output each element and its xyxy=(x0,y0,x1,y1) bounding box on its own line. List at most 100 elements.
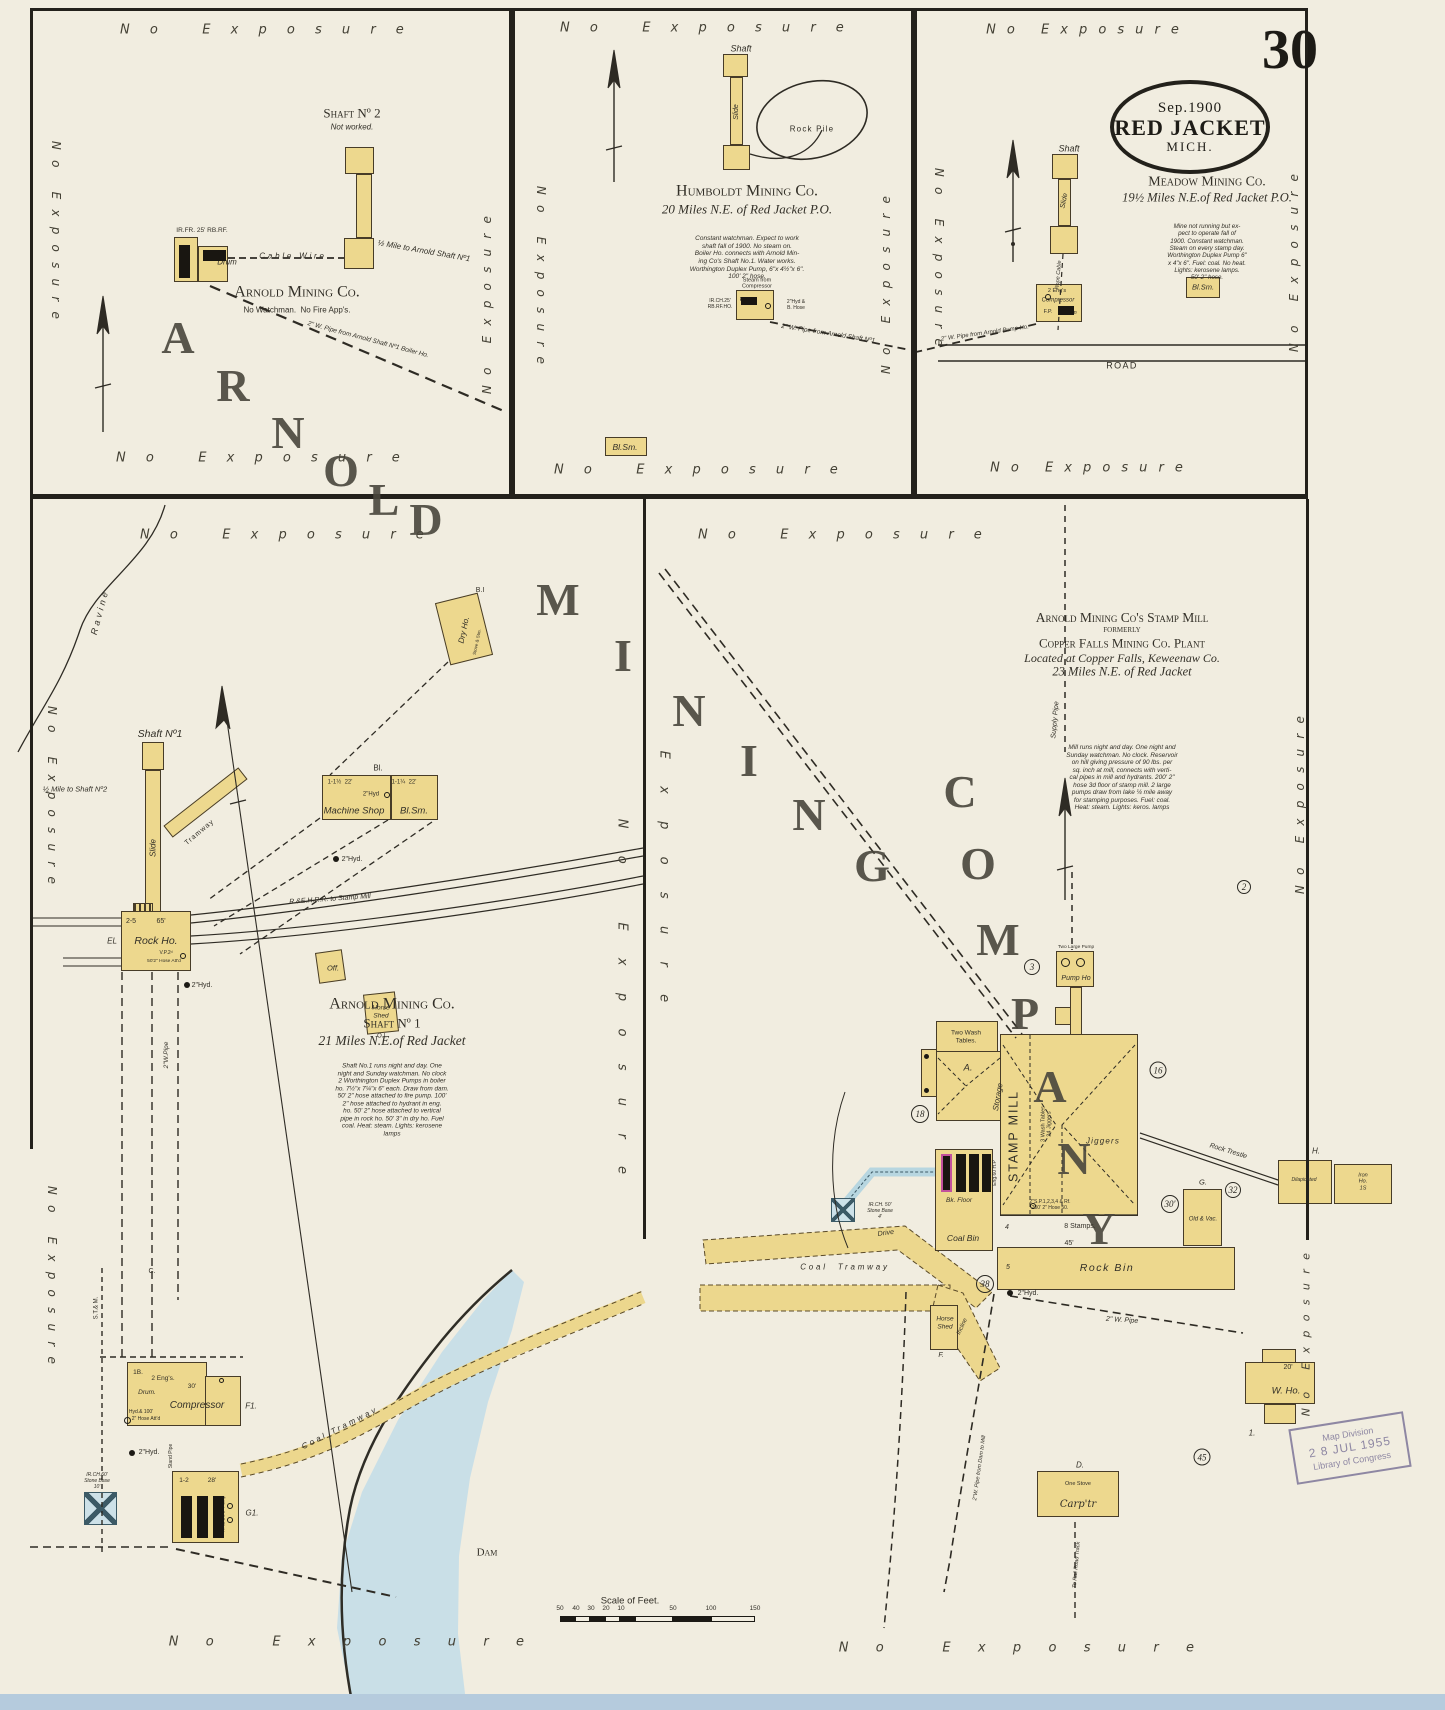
humboldt-shaft-lower xyxy=(723,145,750,170)
display-O1: O xyxy=(323,444,359,496)
who-20: 20' xyxy=(1283,1363,1293,1371)
stampmill-title4: Located at Copper Falls, Keweenaw Co. xyxy=(1024,650,1220,665)
blsm-tr-bldg xyxy=(1186,277,1220,298)
shaft2-subtitle: Not worked. xyxy=(330,122,374,132)
no-exposure-br-top: No Exposure xyxy=(698,527,1002,543)
display-L: L xyxy=(368,473,400,525)
g-bldg xyxy=(1183,1189,1222,1246)
pump-ho-ring-1 xyxy=(1061,958,1070,967)
dry-ho-label: Dry Ho. xyxy=(456,615,472,645)
no-exposure-bl-divider: No Exposure xyxy=(614,818,630,1202)
dilapidated-bldg xyxy=(1278,1160,1332,1204)
pump-ring-tm xyxy=(765,303,771,309)
g1-label: G1. xyxy=(245,1508,259,1518)
humboldt-subtitle: 20 Miles N.E. of Red Jacket P.O. xyxy=(661,201,833,217)
border-bottom-right xyxy=(1306,499,1309,1240)
hose-note-rockho: 50'2" Hose Att'd xyxy=(147,959,181,965)
display-A2: A xyxy=(1033,1060,1067,1112)
compressor-ring-b xyxy=(219,1378,224,1383)
f1-label: F1. xyxy=(245,1401,257,1411)
pump-ring-tr xyxy=(1045,294,1051,300)
display-R: R xyxy=(216,359,250,411)
w-ho-main xyxy=(1245,1362,1315,1404)
scale-seg-5 xyxy=(620,1616,635,1622)
shaft2-slide xyxy=(356,174,372,238)
scale-seg-8 xyxy=(711,1616,755,1622)
wpipe-right: 2" W. Pipe xyxy=(1105,1315,1139,1326)
old-vac-label: Old & Vac. xyxy=(1188,1216,1218,1223)
circled-18: 18 xyxy=(911,1105,929,1123)
stampmill-title3: Copper Falls Mining Co. Plant xyxy=(1038,635,1206,651)
f-label: F. xyxy=(938,1351,944,1359)
hyd-d: 2"Hyd. xyxy=(1017,1289,1039,1297)
scale-title: Scale of Feet. xyxy=(600,1595,660,1607)
sect-5: 5 xyxy=(1006,1263,1010,1271)
shaft2-upper xyxy=(345,147,374,174)
scale-seg-1 xyxy=(560,1616,575,1622)
oi-label: O.I. xyxy=(377,1033,387,1040)
compressor-hyd100: Hyd.& 100' xyxy=(128,1409,154,1416)
scale-100: 100 xyxy=(705,1605,717,1613)
title-state: MICH. xyxy=(1166,138,1214,154)
dam-label: Dam xyxy=(476,1546,498,1559)
blsm-label-tm: Bl.Sm. xyxy=(612,441,638,452)
sect-4: 4 xyxy=(1005,1223,1009,1231)
arnold-mining-sub: No Watchman. No Fire App's. xyxy=(243,305,351,315)
steam-compressor-note: Steam from Compressor xyxy=(742,277,772,290)
rockho-ring xyxy=(180,953,186,959)
w-ho-top xyxy=(1262,1349,1296,1363)
left-small-dot-2 xyxy=(924,1088,929,1093)
display-G: G xyxy=(854,839,890,891)
tramway-label-bl: Tramway xyxy=(183,818,216,847)
no-exposure-tm-top: No Exposure xyxy=(560,20,864,36)
scale-seg-3 xyxy=(590,1616,605,1622)
humboldt-slide: Slide xyxy=(732,104,740,120)
circled-45: 45 xyxy=(1193,1448,1211,1466)
rock-ho-bldg xyxy=(121,911,191,971)
scale-seg-6 xyxy=(635,1616,673,1622)
title-city: RED JACKET xyxy=(1114,114,1266,140)
no-exposure-tl-right: No Exposure xyxy=(479,205,494,395)
humboldt-slide xyxy=(730,77,743,145)
blsm-label-tr: Bl.Sm. xyxy=(1191,282,1215,292)
scale-150: 150 xyxy=(749,1605,761,1613)
boiler-pump-ring-2 xyxy=(227,1517,233,1523)
arnold1-title: Arnold Mining Co. xyxy=(329,995,455,1013)
machine-shop-dim: 1-1½ 22' xyxy=(327,779,353,786)
compressor-30: 30' xyxy=(187,1383,197,1391)
drum-block-tl xyxy=(203,250,226,261)
meadow-shaft: Shaft xyxy=(1058,143,1080,154)
cable-wire-label: Cable Wire xyxy=(259,251,327,261)
meadow-details: Mine not running but ex- pect to operate… xyxy=(1167,222,1247,281)
hyd-b: 2"Hyd. xyxy=(191,981,213,989)
half-mile-shaft2: ½ Mile to Shaft Nº2 xyxy=(42,784,108,794)
no-exposure-br-divider: Exposure xyxy=(656,750,672,1030)
boiler-28: 28' xyxy=(207,1477,217,1485)
stampmill-title1: Arnold Mining Co's Stamp Mill xyxy=(1035,610,1209,626)
hoist-block xyxy=(179,245,190,278)
shaft2-title: Shaft Nº 2 xyxy=(323,105,381,121)
eng-60hp: Eng.60 H.P xyxy=(992,1160,999,1186)
circled-3: 3 xyxy=(1024,959,1040,975)
wpipe-vert: 2"W.Pipe xyxy=(163,1041,171,1069)
scale-40: 40 xyxy=(572,1605,580,1613)
pipe-note-tm: 2" W. Pipe from Arnold Shaft Nº1 xyxy=(780,322,876,345)
pipe-note-tr: 2" W. Pipe from Arnold Pump Ho. xyxy=(940,324,1030,343)
coal-bin-label: Coal Bin xyxy=(946,1232,980,1243)
hyd-ring-ms xyxy=(384,792,390,798)
scale-50L: 50 xyxy=(556,1605,564,1613)
circled-16: 16 xyxy=(1149,1061,1167,1079)
no-exposure-tl-top: No Exposure xyxy=(120,22,424,38)
dry-ho-bi: B.I xyxy=(475,586,485,594)
jiggers-label: Jiggers xyxy=(1085,1136,1121,1146)
display-A: A xyxy=(161,311,195,363)
compressor-drum: Drum. xyxy=(138,1389,156,1397)
no-exposure-br-bottom: No Exposure xyxy=(838,1640,1222,1656)
hyd-note-tm: 2"Hyd & B. Hose xyxy=(786,299,806,311)
scale-20: 20 xyxy=(602,1605,610,1613)
display-D: D xyxy=(409,493,443,545)
scan-edge-strip xyxy=(0,1694,1445,1710)
sheet-number: 30 xyxy=(1262,19,1318,81)
fp-label-tr: F.P. xyxy=(1043,308,1053,315)
blsm-dim: 1-1¼ 22' xyxy=(391,779,417,786)
